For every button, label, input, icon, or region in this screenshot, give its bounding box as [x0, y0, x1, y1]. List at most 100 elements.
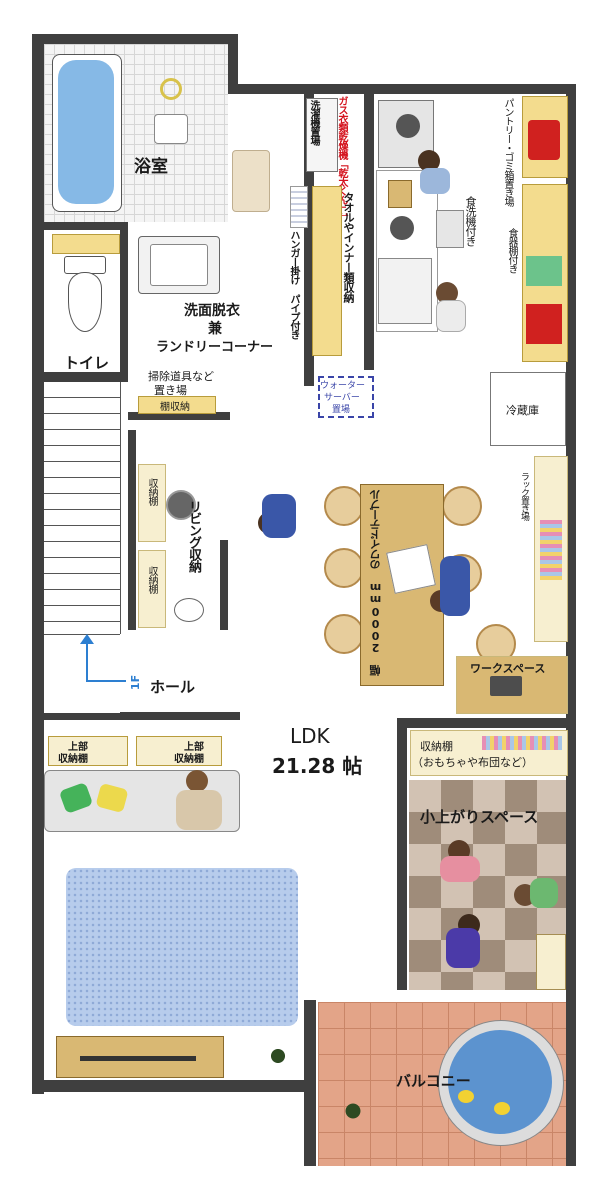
storage-shelf-1-label: 収納棚	[146, 478, 157, 505]
dish-shelf-green-box	[526, 256, 562, 286]
kids-bookshelf	[536, 934, 566, 990]
hall-label: ホール	[150, 678, 196, 696]
stair-landing	[44, 634, 120, 713]
washroom-label-3: ランドリーコーナー	[156, 340, 274, 355]
stair-arrow-line-h	[86, 680, 126, 682]
sofa-person-head	[186, 770, 208, 792]
toilet-shelf	[52, 234, 120, 254]
water-server-label-1: ウォーター	[320, 381, 366, 391]
dryer-unit	[306, 98, 338, 172]
shower-icon	[160, 78, 182, 100]
kids-storage-label-2: （おもちゃや布団など）	[412, 756, 533, 769]
wall-washroom-right	[304, 94, 314, 386]
washer-drum	[150, 244, 208, 286]
cleaning-storage-label-1: 掃除道具など	[148, 370, 214, 383]
wall-outer-left	[32, 34, 44, 1094]
dishwasher-label: 食洗機付き	[464, 196, 477, 246]
kitchen-person-head	[436, 282, 458, 304]
raised-space-label: 小上がりスペース	[420, 808, 539, 826]
dining-chair	[324, 548, 364, 588]
ldk-size-label: 21.28 帖	[272, 754, 363, 778]
table-person-body	[440, 556, 470, 616]
wall-balcony-left	[304, 1000, 316, 1166]
wall-outer-top-mid	[228, 34, 238, 94]
toilet-label: トイレ	[64, 354, 110, 372]
staircase	[44, 382, 121, 634]
sink-bowl	[390, 216, 414, 240]
hanger-pipe-label: ハンガー掛け パイプ付き	[288, 230, 299, 339]
pool	[448, 1030, 552, 1134]
dish-shelf-label: 食器棚付き	[506, 228, 517, 273]
wall-living-storage-left	[128, 430, 136, 630]
wall-kitchen-left	[364, 94, 374, 370]
dish-shelf-red-box	[526, 304, 562, 344]
cook-person-body	[420, 168, 450, 194]
kitchen-person-body	[436, 300, 466, 332]
bathroom-label: 浴室	[134, 157, 168, 177]
robot-vacuum	[166, 490, 196, 520]
water-server-label-3: 置場	[332, 405, 351, 415]
hanger-pipe	[290, 186, 308, 228]
wall-storage-bottom	[128, 412, 230, 420]
towel-shelf	[312, 186, 342, 356]
toilet-bowl	[68, 272, 102, 332]
dryer-label: ガス衣類乾燥機「乾太くん」付き	[336, 96, 347, 216]
upper-shelf-right-label-1: 上部	[184, 742, 204, 753]
child-3-body	[446, 928, 480, 968]
washroom-label-1: 洗面脱衣	[184, 303, 240, 319]
dining-chair	[324, 486, 364, 526]
washroom-label-2: 兼	[208, 321, 222, 337]
bathtub-water	[58, 60, 114, 204]
wall-outer-left-bottom	[32, 1080, 304, 1092]
laptop-icon	[490, 676, 522, 696]
cleaning-storage-label-2: 置き場	[154, 384, 187, 397]
balcony-plant-icon	[336, 1094, 370, 1128]
kids-books	[482, 736, 562, 750]
rack-space-label: ラック置き場	[519, 472, 529, 520]
towel-storage-label: タオルやインナー類収納	[342, 192, 355, 302]
wall-raised-left	[397, 718, 407, 990]
cook-person-head	[418, 150, 440, 172]
wall-hall-bottom	[44, 712, 240, 720]
living-storage-label: リビング収納	[186, 500, 201, 572]
bath-mat	[232, 150, 270, 212]
floor-1f-label: 1F	[129, 674, 143, 691]
table-notebook	[386, 544, 436, 594]
wall-raised-top	[397, 718, 569, 728]
fridge-unit	[490, 372, 566, 446]
wall-balcony-right	[566, 1000, 576, 1166]
upper-shelf-left-label-1: 上部	[68, 742, 88, 753]
tv	[80, 1056, 196, 1061]
upper-shelf-right-label-2: 収納棚	[174, 754, 204, 765]
sofa-person-body	[176, 790, 222, 830]
dining-chair	[324, 614, 364, 654]
kitchen-sink	[378, 258, 432, 324]
upper-shelf-left	[48, 736, 128, 766]
stove-pan	[396, 114, 420, 138]
washer-space-label: 洗濯機置場	[308, 100, 319, 145]
kids-storage-label-1: 収納棚	[420, 740, 453, 753]
water-server-label-2: サーバー	[324, 393, 360, 403]
duck-1	[458, 1090, 474, 1103]
stair-arrow-icon	[80, 634, 94, 644]
rack-books	[540, 520, 562, 580]
wall-living-storage-right	[220, 540, 228, 630]
pantry-box	[528, 120, 560, 160]
bath-stool	[154, 114, 188, 144]
wide-table-label: 幅 2000mm のワイドテーブル	[369, 490, 382, 676]
shelf-storage-label: 棚収納	[160, 402, 190, 413]
cutting-board	[388, 180, 412, 208]
wall-outer-right	[566, 84, 576, 1004]
water-server	[318, 376, 374, 418]
wall-bath-bottom	[44, 222, 128, 230]
pantry-label: パントリー・ゴミ箱置き場	[502, 98, 513, 206]
work-space-label: ワークスペース	[470, 662, 546, 675]
wall-outer-top-right	[228, 84, 572, 94]
wall-outer-top-left	[32, 34, 228, 44]
balcony-label: バルコニー	[396, 1072, 471, 1090]
stair-arrow-line	[86, 640, 88, 682]
child-2-body	[530, 878, 558, 908]
storage-shelf-2-label: 収納棚	[146, 566, 157, 593]
upper-shelf-right	[136, 736, 222, 766]
living-rug	[66, 868, 298, 1026]
